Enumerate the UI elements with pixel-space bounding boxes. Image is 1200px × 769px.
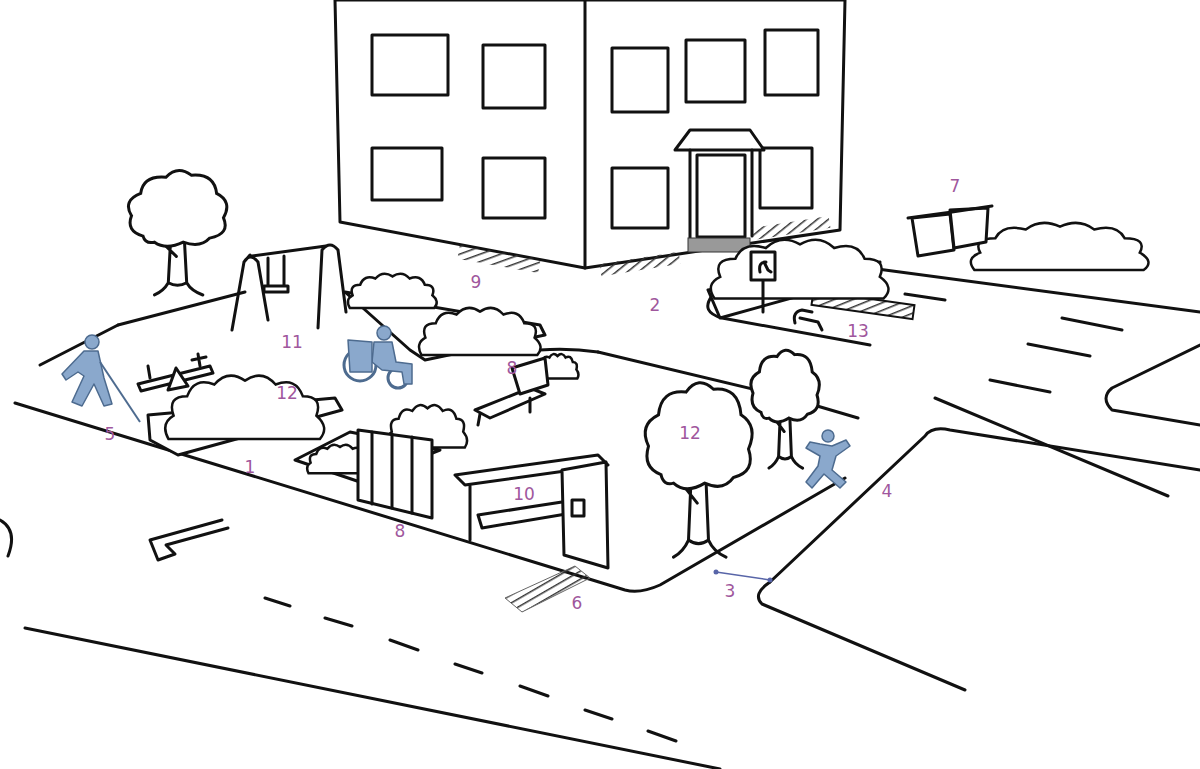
fence-panel	[358, 430, 432, 518]
window	[765, 30, 818, 95]
seesaw-handles	[148, 354, 206, 378]
window	[483, 158, 545, 218]
window	[372, 35, 448, 95]
accessible-symbol	[794, 310, 822, 330]
swing-seat	[264, 286, 288, 292]
dimension-line	[716, 572, 770, 580]
parking-edge	[935, 398, 1168, 496]
figure-head	[85, 335, 99, 349]
cane	[100, 362, 140, 422]
parking-edge	[870, 268, 1200, 312]
seesaw	[138, 354, 213, 391]
grate	[600, 252, 681, 276]
window	[612, 48, 668, 112]
window	[612, 168, 668, 228]
shelter-panel	[562, 462, 608, 568]
figure-body	[806, 440, 850, 488]
parking-sign	[751, 252, 775, 312]
bus-shelter	[455, 455, 608, 568]
swing-frame	[318, 245, 346, 328]
running-child	[806, 430, 850, 488]
fence	[358, 430, 432, 518]
figure-body	[372, 342, 412, 384]
door-canopy	[675, 130, 764, 150]
bush	[971, 223, 1149, 270]
callout-number: 10	[513, 486, 535, 503]
figure-body	[62, 351, 112, 406]
shelter-sign	[572, 500, 584, 516]
road-edge	[770, 429, 1200, 582]
sign-post	[762, 278, 765, 312]
callout-number: 8	[507, 360, 518, 377]
bush	[711, 240, 889, 299]
canopy-posts	[690, 150, 752, 238]
bin	[912, 214, 954, 256]
wheelchair-user	[344, 326, 412, 388]
callout-number: 12	[679, 425, 701, 442]
figure-head	[377, 326, 391, 340]
sign-plate	[751, 252, 775, 280]
callout-number: 11	[281, 334, 303, 351]
callout-number: 2	[650, 297, 661, 314]
tactile-paving	[505, 566, 590, 612]
road-edge	[758, 582, 965, 690]
bush	[419, 308, 541, 355]
window	[760, 148, 812, 208]
tree	[128, 171, 226, 295]
callout-number: 4	[882, 483, 893, 500]
road-edge	[25, 628, 720, 769]
road-edge	[0, 520, 12, 556]
road-marking	[150, 520, 228, 560]
window	[686, 40, 745, 102]
callout-number: 13	[847, 323, 869, 340]
square-edge	[540, 349, 598, 352]
swing-chains	[268, 256, 284, 288]
grate	[752, 216, 831, 240]
tree	[645, 383, 752, 557]
bin	[950, 208, 988, 248]
callout-number: 7	[950, 178, 961, 195]
callout-number: 6	[572, 595, 583, 612]
callout-number: 5	[105, 426, 116, 443]
chair-back	[348, 340, 372, 372]
bin-lids	[908, 206, 992, 218]
lane-dashes	[265, 598, 676, 741]
figure-head	[822, 430, 834, 442]
sign-symbol	[760, 262, 771, 272]
swing	[232, 245, 346, 330]
building-corner	[584, 0, 587, 268]
callout-number: 3	[725, 583, 736, 600]
person-with-cane	[62, 335, 140, 422]
callout-number: 9	[471, 274, 482, 291]
door	[697, 155, 745, 237]
dimension-end	[714, 570, 719, 575]
bush	[348, 274, 437, 308]
parking-lines	[905, 294, 1122, 392]
swing-bar	[252, 246, 326, 256]
callout-number: 8	[395, 523, 406, 540]
ground-lines	[0, 268, 1200, 769]
seesaw-pivot	[168, 368, 188, 390]
callout-number: 1	[245, 459, 256, 476]
bins	[908, 206, 992, 256]
building-wall	[335, 0, 845, 268]
fence-posts	[372, 432, 412, 513]
bench-legs	[478, 398, 530, 425]
callout-number: 12	[276, 385, 298, 402]
building	[335, 0, 845, 323]
dimension-end	[768, 578, 773, 583]
parking-edge	[1106, 345, 1200, 425]
bench	[475, 358, 548, 425]
lawn-edge	[118, 292, 245, 325]
bench-seat	[475, 388, 545, 418]
window	[483, 45, 545, 108]
window	[372, 148, 442, 200]
grate	[457, 245, 540, 273]
